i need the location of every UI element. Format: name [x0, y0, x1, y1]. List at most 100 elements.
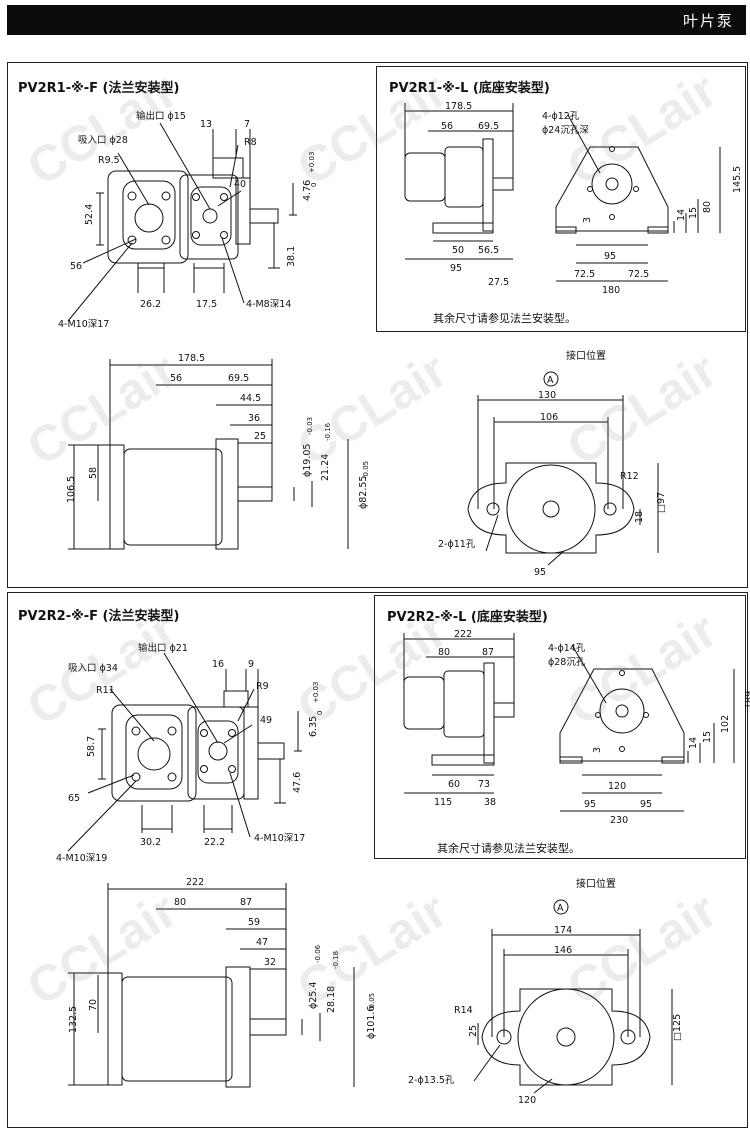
- pv2r2-base-front-view: [559, 644, 735, 812]
- svg-text:132.5: 132.5: [68, 1006, 79, 1033]
- pv2r1-drawings: 输出口 ϕ15 吸入口 ϕ28 R9.5 52.4 56 26.2 4-M10深…: [58, 101, 743, 578]
- svg-text:0: 0: [310, 183, 318, 187]
- svg-text:R11: R11: [96, 685, 115, 696]
- svg-text:15: 15: [688, 207, 699, 219]
- svg-text:28.18: 28.18: [326, 986, 337, 1013]
- pv2r2-flange-port-view: [473, 899, 673, 1094]
- svg-text:95: 95: [534, 567, 546, 578]
- svg-text:32: 32: [264, 957, 276, 968]
- svg-text:4-ϕ12孔: 4-ϕ12孔: [542, 111, 580, 122]
- pv2r2-inlet-label: 吸入口 ϕ34: [68, 663, 118, 674]
- pv2r1-inlet-label: 吸入口 ϕ28: [78, 135, 128, 146]
- svg-text:2-ϕ11孔: 2-ϕ11孔: [438, 539, 476, 550]
- svg-text:4-M8深14: 4-M8深14: [246, 299, 291, 310]
- pv2r1-base-side-view: [404, 103, 514, 260]
- svg-text:4-ϕ14孔: 4-ϕ14孔: [548, 643, 586, 654]
- svg-text:189: 189: [744, 691, 750, 709]
- svg-text:16: 16: [212, 659, 224, 670]
- svg-text:178.5: 178.5: [178, 353, 205, 364]
- svg-text:14: 14: [688, 737, 699, 749]
- svg-text:69.5: 69.5: [478, 121, 499, 132]
- pv2r1-flange-port-view: [467, 371, 659, 566]
- svg-text:-0.18: -0.18: [332, 951, 340, 969]
- pv2r1-base-front-view: [555, 114, 721, 282]
- svg-text:69.5: 69.5: [228, 373, 249, 384]
- svg-text:□97: □97: [656, 492, 667, 513]
- svg-text:22.2: 22.2: [204, 837, 225, 848]
- svg-text:120: 120: [608, 781, 626, 792]
- svg-text:接口位置: 接口位置: [576, 877, 616, 890]
- svg-text:-0.16: -0.16: [324, 422, 332, 441]
- svg-text:R12: R12: [620, 471, 639, 482]
- svg-text:2-ϕ13.5孔: 2-ϕ13.5孔: [408, 1075, 455, 1086]
- svg-text:ϕ25.4: ϕ25.4: [308, 982, 319, 1009]
- pv2r2-base-title: PV2R2-※-L (底座安装型): [387, 610, 548, 625]
- svg-text:13: 13: [200, 119, 212, 130]
- svg-text:72.5: 72.5: [574, 269, 595, 280]
- pv2r1-note: 其余尺寸请参见法兰安装型。: [433, 312, 576, 325]
- pv2r2-flange-title: PV2R2-※-F (法兰安装型): [18, 609, 180, 624]
- svg-text:接口位置: 接口位置: [566, 349, 606, 362]
- svg-text:9: 9: [248, 659, 254, 670]
- svg-text:-0.05: -0.05: [368, 993, 376, 1011]
- svg-text:18: 18: [634, 511, 645, 523]
- svg-text:120: 120: [518, 1095, 536, 1106]
- pv2r1-side-view: [68, 359, 349, 550]
- svg-text:49: 49: [260, 715, 272, 726]
- svg-text:-0.05: -0.05: [362, 461, 370, 479]
- svg-text:145.5: 145.5: [732, 166, 743, 193]
- pv2r1-base-title: PV2R1-※-L (底座安装型): [389, 81, 550, 96]
- pv2r2-outlet-label: 输出口 ϕ21: [138, 642, 188, 654]
- pv2r2-drawings: 输出口 ϕ21 吸入口 ϕ34 R11 58.7 65 30.2 4-M10深1…: [56, 629, 750, 1106]
- svg-text:65: 65: [68, 793, 80, 804]
- svg-text:73: 73: [478, 779, 490, 790]
- svg-text:21.24: 21.24: [320, 454, 331, 481]
- svg-text:56: 56: [170, 373, 182, 384]
- svg-text:130: 130: [538, 390, 556, 401]
- svg-text:102: 102: [720, 715, 731, 733]
- svg-text:-0.06: -0.06: [314, 944, 322, 963]
- svg-text:14: 14: [676, 209, 687, 221]
- svg-text:ϕ24沉孔深: ϕ24沉孔深: [542, 125, 589, 136]
- svg-text:17.5: 17.5: [196, 299, 217, 310]
- svg-text:38: 38: [484, 797, 496, 808]
- svg-text:52.4: 52.4: [84, 204, 95, 225]
- svg-text:6.35: 6.35: [308, 716, 319, 737]
- svg-text:0: 0: [316, 711, 324, 715]
- svg-text:ϕ82.55: ϕ82.55: [358, 476, 369, 509]
- svg-text:ϕ28沉孔: ϕ28沉孔: [548, 657, 586, 668]
- svg-text:ϕ19.05: ϕ19.05: [302, 444, 313, 477]
- svg-text:70: 70: [88, 999, 99, 1011]
- svg-text:4-M10深19: 4-M10深19: [56, 853, 107, 864]
- svg-text:25: 25: [254, 431, 266, 442]
- svg-text:115: 115: [434, 797, 452, 808]
- svg-text:7: 7: [244, 119, 250, 130]
- svg-text:95: 95: [604, 251, 616, 262]
- svg-text:-0.03: -0.03: [306, 417, 314, 435]
- svg-text:60: 60: [448, 779, 460, 790]
- svg-text:58.7: 58.7: [86, 736, 97, 757]
- svg-text:40: 40: [234, 179, 246, 190]
- svg-text:A: A: [547, 375, 554, 386]
- svg-text:80: 80: [174, 897, 186, 908]
- header-bar: 叶片泵: [7, 5, 746, 35]
- svg-text:80: 80: [702, 201, 713, 213]
- page-title: 叶片泵: [682, 12, 734, 30]
- pv2r2-flange-front-view: [67, 652, 302, 852]
- svg-text:59: 59: [248, 917, 260, 928]
- svg-text:A: A: [557, 903, 564, 914]
- svg-text:27.5: 27.5: [488, 277, 509, 288]
- svg-text:44.5: 44.5: [240, 393, 261, 404]
- svg-text:36: 36: [248, 413, 260, 424]
- pv2r1-flange-title: PV2R1-※-F (法兰安装型): [18, 81, 180, 96]
- svg-text:R9.5: R9.5: [98, 155, 120, 166]
- pv2r2-base-side-view: [403, 633, 515, 794]
- svg-text:72.5: 72.5: [628, 269, 649, 280]
- svg-text:+0.03: +0.03: [308, 152, 316, 173]
- svg-text:15: 15: [702, 731, 713, 743]
- pv2r1-outlet-label: 输出口 ϕ15: [136, 110, 186, 122]
- svg-text:58: 58: [88, 467, 99, 479]
- svg-text:30.2: 30.2: [140, 837, 161, 848]
- svg-text:230: 230: [610, 815, 628, 826]
- svg-text:47: 47: [256, 937, 268, 948]
